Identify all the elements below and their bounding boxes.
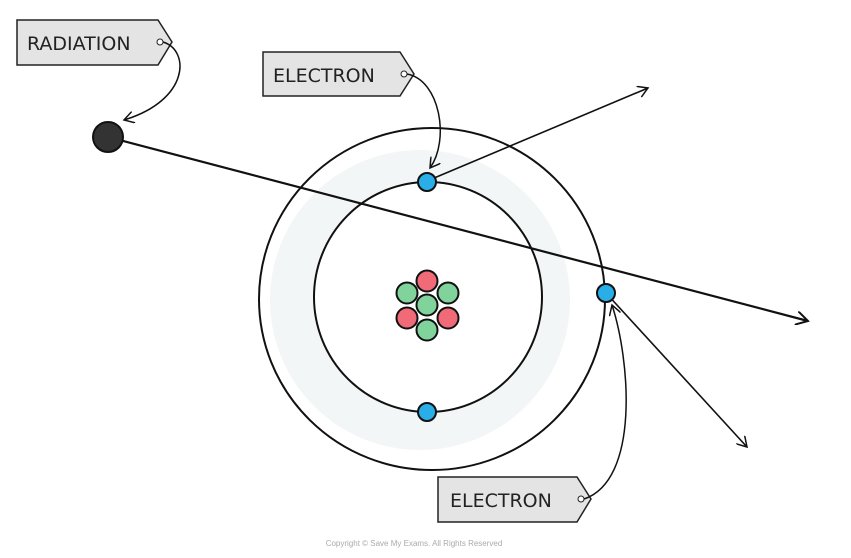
neutron	[436, 281, 460, 305]
electron-label-text: ELECTRON	[450, 490, 552, 512]
pointer-arrow	[583, 305, 627, 500]
neutron	[415, 293, 439, 317]
copyright-text: Copyright © Save My Exams. All Rights Re…	[326, 539, 503, 548]
radiation-label-text: RADIATION	[27, 33, 131, 55]
neutron	[415, 318, 439, 342]
electron-label-text: ELECTRON	[273, 65, 375, 87]
pointer-arrow	[406, 73, 442, 168]
radiation-path-arrow	[107, 135, 808, 321]
label-radiation: RADIATION	[16, 19, 181, 120]
electron	[596, 283, 616, 303]
proton	[395, 306, 419, 330]
ejected-electron-arrow	[605, 292, 747, 447]
proton	[415, 269, 439, 293]
proton	[436, 306, 460, 330]
electron	[417, 402, 437, 422]
label-electron-top: ELECTRON	[262, 51, 442, 168]
radiation-particle	[92, 121, 124, 153]
ejected-electron-arrow	[426, 88, 648, 182]
pointer-arrow	[124, 41, 181, 120]
nucleus	[395, 269, 460, 342]
electron	[417, 172, 437, 192]
neutron	[395, 281, 419, 305]
label-electron-bottom: ELECTRON	[437, 305, 627, 523]
